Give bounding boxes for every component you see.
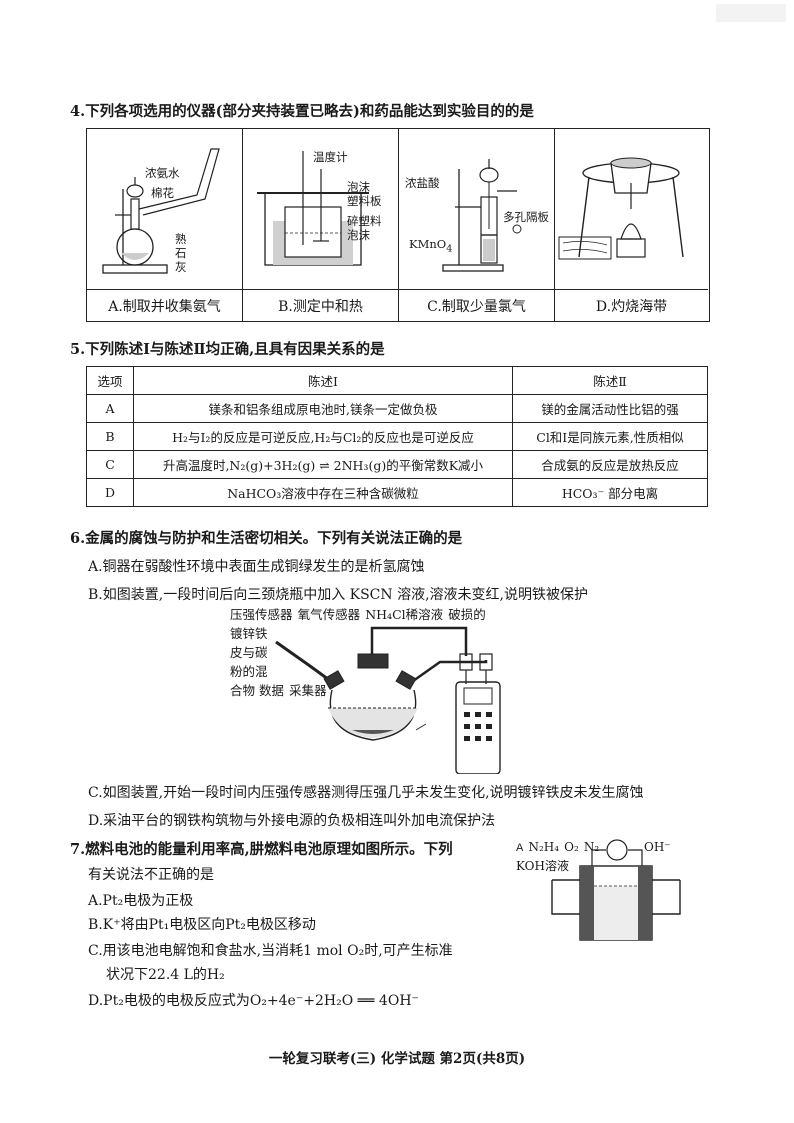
label-porous-plate: 多孔隔板	[503, 210, 549, 224]
header-statement-1: 陈述Ⅰ	[133, 366, 513, 395]
row-statement-1: 升高温度时,N₂(g)+3H₂(g) ⇌ 2NH₃(g)的平衡常数K减小	[133, 450, 513, 479]
q4-figure-d	[555, 129, 708, 289]
row-option: D	[86, 478, 134, 507]
row-statement-2: 合成氨的反应是放热反应	[512, 450, 708, 479]
row-statement-2: 镁的金属活动性比铝的强	[512, 394, 708, 423]
row-statement-1: 镁条和铝条组成原电池时,镁条一定做负极	[133, 394, 513, 423]
label-collector-1: 数据	[259, 683, 285, 698]
q6-figure: 压强传感器 氧气传感器 NH₄Cl稀溶液 破损的镀锌铁皮与碳粉的混合物 数据 采…	[230, 604, 570, 774]
row-statement-1: H₂与I₂的反应是可逆反应,H₂与Cl₂的反应也是可逆反应	[133, 422, 513, 451]
label-foam-2: 塑料板	[347, 194, 382, 208]
label-oh: OH⁻	[644, 840, 671, 854]
q5-stem: 5.下列陈述Ⅰ与陈述Ⅱ均正确,且具有因果关系的是	[70, 341, 385, 358]
chlorine-apparatus-icon	[442, 159, 522, 272]
q7-stem-line-2: 有关说法不正确的是	[88, 867, 214, 883]
q4-figure-b: 温度计 泡沫 塑料板 碎塑料 泡沫	[243, 129, 399, 289]
label-lime-2: 石	[175, 246, 187, 260]
label-n2h4: N₂H₄	[528, 840, 560, 854]
label-kmno4: KMnO4	[409, 237, 453, 255]
label-cotton: 棉花	[151, 186, 174, 200]
ammeter-label: A	[516, 842, 524, 854]
header-statement-2: 陈述Ⅱ	[512, 366, 708, 395]
label-pt2: Pt₂	[624, 843, 639, 854]
q6-option-d: D.采油平台的钢铁构筑物与外接电源的负极相连叫外加电流保护法	[88, 813, 496, 829]
label-lime-1: 熟	[175, 232, 187, 246]
row-statement-1: NaHCO₃溶液中存在三种含碳微粒	[133, 478, 513, 507]
table-row: D NaHCO₃溶液中存在三种含碳微粒 HCO₃⁻ 部分电离	[86, 478, 708, 507]
q6-option-a: A.铜器在弱酸性环境中表面生成铜绿发生的是析氢腐蚀	[88, 559, 425, 575]
q6-option-c: C.如图装置,开始一段时间内压强传感器测得压强几乎未发生变化,说明镀锌铁皮未发生…	[88, 785, 644, 801]
page-footer: 一轮复习联考(三) 化学试题 第2页(共8页)	[268, 1051, 526, 1067]
label-scrap-2: 泡沫	[347, 228, 370, 242]
q6-stem: 6.金属的腐蚀与防护和生活密切相关。下列有关说法正确的是	[70, 530, 463, 547]
q7-stem-line-1: 7.燃料电池的能量利用率高,肼燃料电池原理如图所示。下列	[70, 841, 453, 858]
three-neck-flask-icon	[275, 626, 501, 774]
q5-table: 选项 陈述Ⅰ 陈述Ⅱ A 镁条和铝条组成原电池时,镁条一定做负极 镁的金属活动性…	[86, 366, 708, 507]
label-lime-3: 灰	[175, 260, 187, 274]
label-conc-hcl: 浓盐酸	[405, 176, 440, 190]
q7-option-d: D.Pt₂电极的电极反应式为O₂+4e⁻+2H₂O ══ 4OH⁻	[88, 993, 419, 1009]
table-row: C 升高温度时,N₂(g)+3H₂(g) ⇌ 2NH₃(g)的平衡常数K减小 合…	[86, 450, 708, 479]
q4-caption-c: C.制取少量氯气	[399, 289, 555, 321]
ammonia-apparatus-icon	[102, 148, 220, 274]
q4-figure-a: 浓氨水 棉花 熟 石 灰	[87, 129, 243, 289]
label-oxygen-sensor: 氧气传感器	[297, 607, 361, 622]
fuel-cell-icon	[551, 839, 681, 941]
label-scrap-1: 碎塑料	[347, 214, 382, 228]
q4-caption-d: D.灼烧海带	[555, 289, 708, 321]
crucible-tripod-icon	[558, 157, 684, 260]
q7-figure: A N₂H₄ O₂ N₂ Pt₁ Pt₂ OH⁻ KOH溶液	[516, 836, 716, 960]
q7-option-b: B.K⁺将由Pt₁电极区向Pt₂电极区移动	[88, 917, 316, 933]
row-option: A	[86, 394, 134, 423]
table-row: A 镁条和铝条组成原电池时,镁条一定做负极 镁的金属活动性比铝的强	[86, 394, 708, 423]
label-collector-2: 采集器	[289, 683, 327, 698]
q7-option-c-line-1: C.用该电池电解饱和食盐水,当消耗1 mol O₂时,可产生标准	[88, 943, 453, 959]
label-mixture: 破损的镀锌铁皮与碳粉的混合物	[230, 607, 486, 698]
label-koh: KOH溶液	[516, 859, 569, 873]
q6-option-b: B.如图装置,一段时间后向三颈烧瓶中加入 KSCN 溶液,溶液未变红,说明铁被保…	[88, 587, 588, 603]
table-row: B H₂与I₂的反应是可逆反应,H₂与Cl₂的反应也是可逆反应 Cl和I是同族元…	[86, 422, 708, 451]
label-ammonia: 浓氨水	[145, 166, 180, 180]
q4-caption-b: B.测定中和热	[243, 289, 399, 321]
calorimeter-icon	[257, 151, 369, 266]
label-thermometer: 温度计	[313, 150, 348, 164]
q4-stem: 4.下列各项选用的仪器(部分夹持装置已略去)和药品能达到实验目的的是	[70, 103, 534, 120]
q7-option-a: A.Pt₂电极为正极	[88, 893, 194, 909]
corner-mark	[716, 4, 786, 22]
q4-caption-a: A.制取并收集氨气	[87, 289, 243, 321]
row-option: B	[86, 422, 134, 451]
header-option: 选项	[86, 366, 134, 395]
label-nh4cl: NH₄Cl稀溶液	[365, 607, 444, 622]
row-statement-2: HCO₃⁻ 部分电离	[512, 478, 708, 507]
row-option: C	[86, 450, 134, 479]
label-foam-1: 泡沫	[347, 180, 370, 194]
label-o2: O₂	[564, 840, 579, 854]
label-pressure-sensor: 压强传感器	[230, 607, 293, 622]
q7-option-c-line-2: 状况下22.4 L的H₂	[106, 967, 225, 983]
q4-apparatus-table: 浓氨水 棉花 熟 石 灰 A.制取并收集氨气 温度计 泡沫 塑料板 碎塑料 泡沫	[86, 128, 710, 322]
q4-figure-c: 浓盐酸 多孔隔板 KMnO4	[399, 129, 555, 289]
table-header-row: 选项 陈述Ⅰ 陈述Ⅱ	[86, 366, 708, 395]
row-statement-2: Cl和I是同族元素,性质相似	[512, 422, 708, 451]
